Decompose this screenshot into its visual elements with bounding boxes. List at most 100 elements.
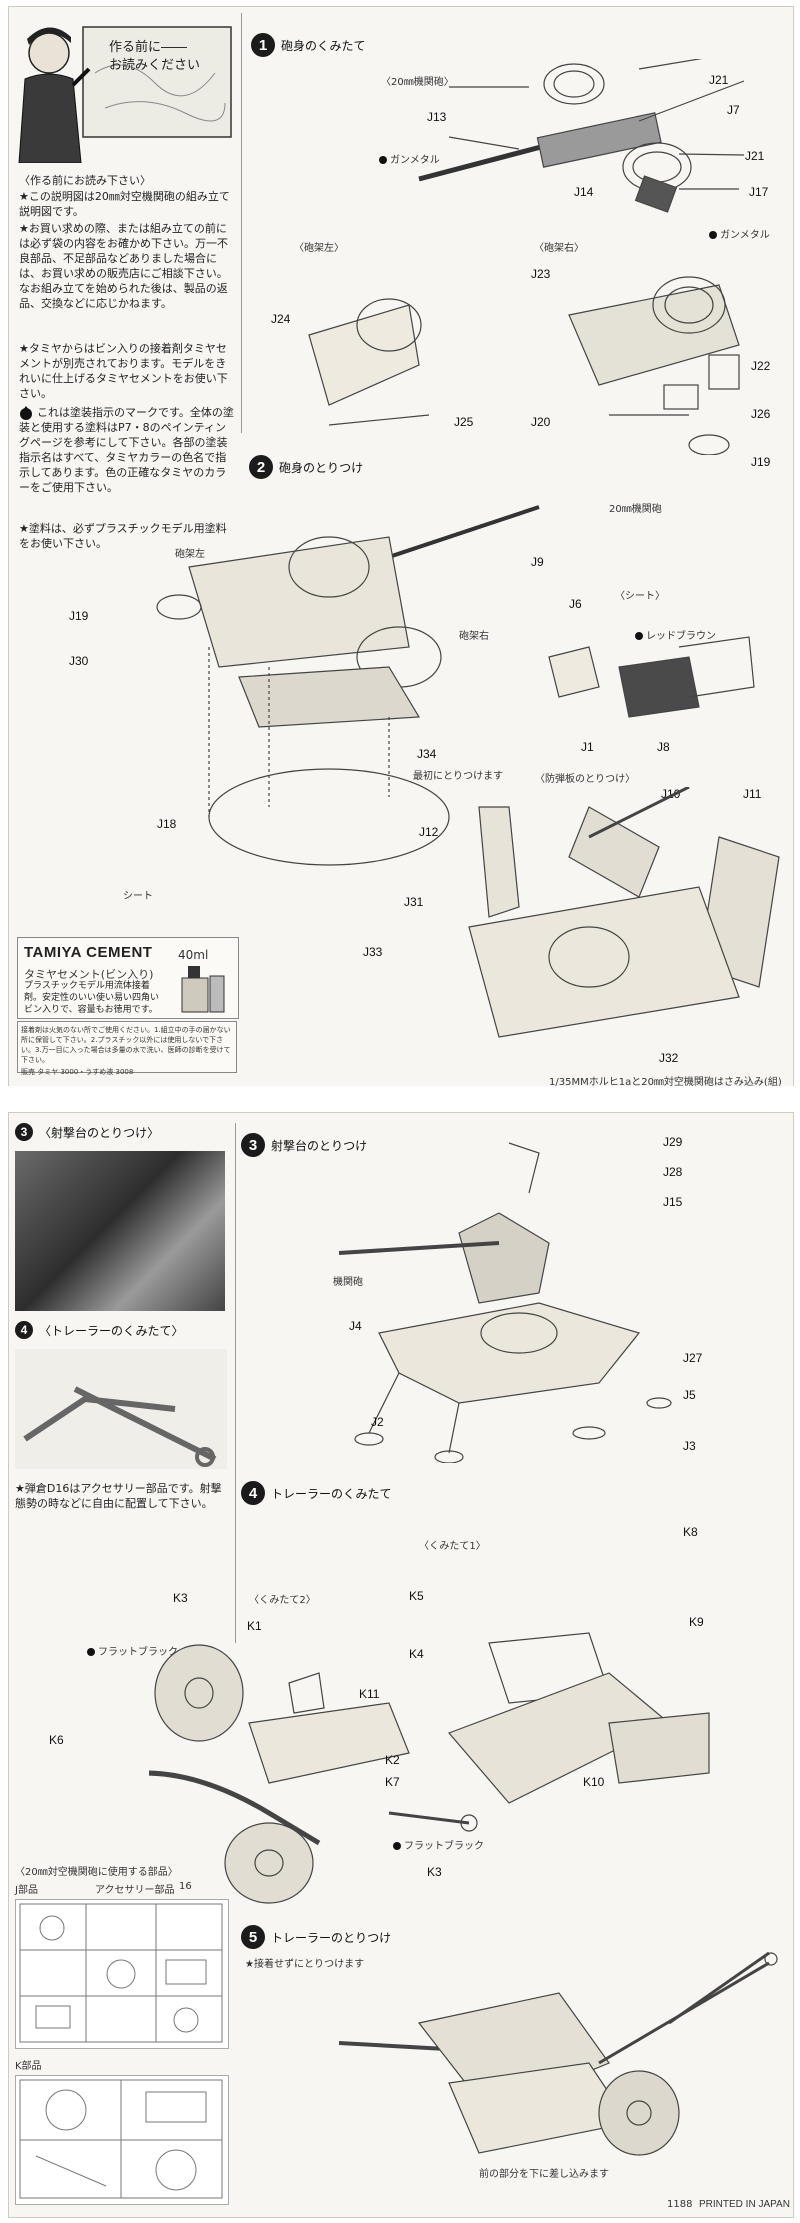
accessory-note: ★弾倉D16はアクセサリー部品です。射撃態勢の時などに自由に配置して下さい。 bbox=[15, 1482, 222, 1510]
parts-k-sprue bbox=[15, 2075, 229, 2205]
part-label-j24: J24 bbox=[271, 312, 291, 326]
cement-name: タミヤセメント(ビン入り) bbox=[24, 968, 154, 981]
part-label-j7: J7 bbox=[727, 103, 740, 117]
step-1-sub-left: 〈砲架左〉 bbox=[294, 243, 344, 254]
parts-usage-title: 〈20㎜対空機関砲に使用する部品〉 bbox=[15, 1867, 178, 1878]
part-label-j33: J33 bbox=[363, 945, 383, 959]
step-1-sub-gun: 〈20㎜機関砲〉 bbox=[381, 77, 454, 88]
step-1-sub-right: 〈砲架右〉 bbox=[534, 243, 584, 254]
parts-j-label: J部品 bbox=[15, 1885, 38, 1896]
footer-printed: PRINTED IN JAPAN bbox=[699, 2199, 790, 2210]
part-label-j14: J14 bbox=[574, 185, 594, 199]
part-label-k11: K11 bbox=[359, 1687, 380, 1701]
photo-step-3-title: 〈射撃台のとりつけ〉 bbox=[39, 1125, 160, 1140]
step-2-sub-seat: 〈シート〉 bbox=[615, 591, 665, 602]
part-label-j13: J13 bbox=[427, 110, 447, 124]
step-5-number: 5 bbox=[241, 1925, 265, 1949]
step-1-header: 1 砲身のくみたて bbox=[251, 33, 365, 57]
part-label-j12: J12 bbox=[419, 825, 439, 839]
step-5-title: トレーラーのとりつけ bbox=[271, 1930, 392, 1945]
part-label-j9: J9 bbox=[531, 555, 544, 569]
j34-note: 最初にとりつけます bbox=[413, 771, 504, 782]
part-label-j8: J8 bbox=[657, 740, 670, 754]
step-4-title: トレーラーのくみたて bbox=[271, 1486, 392, 1501]
parts-j-sprue bbox=[15, 1899, 229, 2049]
step-2-sub-gun: 20㎜機関砲 bbox=[609, 504, 662, 515]
paint-flat-black-b: フラットブラック bbox=[393, 1837, 484, 1852]
part-label-j34: J34 bbox=[417, 747, 437, 761]
paint-flat-black-a: フラットブラック bbox=[87, 1643, 178, 1658]
part-label-k3-b: K3 bbox=[427, 1865, 442, 1879]
warning-text: 接着剤は火気のない所でご使用ください。1.組立中の手の届かない所に保管して下さい… bbox=[21, 1026, 231, 1064]
part-label-k7: K7 bbox=[385, 1775, 400, 1789]
part-label-k10: K10 bbox=[583, 1775, 605, 1789]
photo-firing-platform bbox=[15, 1151, 225, 1311]
step-5-caption: 前の部分を下に差し込みます bbox=[479, 2169, 609, 2180]
part-label-k5: K5 bbox=[409, 1589, 424, 1603]
part-label-j2: J2 bbox=[371, 1415, 384, 1429]
step-2-number: 2 bbox=[249, 455, 273, 479]
intro-paragraph-3: ★タミヤからはビン入りの接着剤タミヤセメントが別売されております。モデルをきれい… bbox=[19, 342, 228, 400]
sheet-1-footer: 1/35MMホルヒ1aと20㎜対空機関砲はさみ込み(組) bbox=[549, 1077, 782, 1088]
paint-gunmetal-b: ガンメタル bbox=[709, 226, 770, 241]
photo-step-3-number: 3 bbox=[15, 1123, 33, 1141]
step-4-trailer-diagram bbox=[149, 1632, 710, 1904]
intro-heading: 〈作る前にお読み下さい〉 bbox=[19, 174, 151, 187]
step-4-header: 4 トレーラーのくみたて bbox=[241, 1481, 391, 1505]
part-label-j23: J23 bbox=[531, 267, 551, 281]
paint-gunmetal-a: ガンメタル bbox=[379, 151, 440, 166]
step-4-sub-1: 〈くみたて1〉 bbox=[419, 1541, 486, 1552]
part-label-j6: J6 bbox=[569, 597, 582, 611]
part-label-j20: J20 bbox=[531, 415, 551, 429]
footer-code: 1188 bbox=[667, 2199, 693, 2210]
step-1-number: 1 bbox=[251, 33, 275, 57]
intro-bubble: 作る前に―― お読みください bbox=[109, 40, 201, 73]
parts-k-label: K部品 bbox=[15, 2061, 42, 2072]
part-label-j19-b: J19 bbox=[69, 609, 89, 623]
cement-description: プラスチックモデル用流体接着剤。安定性のいい使い易い四角いビン入りで、容量もお徳… bbox=[24, 981, 160, 1015]
shield-diagram bbox=[468, 787, 780, 1038]
step-2-sub-left: 砲架左 bbox=[175, 549, 205, 560]
accessory-label: アクセサリー部品 bbox=[95, 1885, 175, 1896]
part-label-k6: K6 bbox=[49, 1733, 64, 1747]
intro-paragraph-2: ★お買い求めの際、または組み立ての前には必ず袋の内容をお確かめ下さい。万一不良部… bbox=[19, 222, 228, 310]
step-3-number: 3 bbox=[241, 1133, 265, 1157]
page-gap bbox=[0, 1086, 800, 1112]
warning-box: 接着剤は火気のない所でご使用ください。1.組立中の手の届かない所に保管して下さい… bbox=[17, 1021, 237, 1076]
part-label-j18: J18 bbox=[157, 817, 177, 831]
column-divider bbox=[241, 13, 242, 433]
step-4-sub-2: 〈くみたて2〉 bbox=[249, 1595, 316, 1606]
cement-bottle-icon bbox=[181, 966, 225, 1013]
part-label-j32: J32 bbox=[659, 1051, 679, 1065]
part-label-j27: J27 bbox=[683, 1351, 703, 1365]
step-1-carriage-diagram bbox=[308, 276, 740, 455]
instruction-sheet-page-2: 3 〈射撃台のとりつけ〉 4 〈トレーラーのくみたて〉 ★弾倉D16はアクセサリ… bbox=[8, 1112, 794, 2218]
part-label-k4: K4 bbox=[409, 1647, 424, 1661]
step-3-gun-label: 機関砲 bbox=[333, 1277, 363, 1288]
part-label-j29: J29 bbox=[663, 1135, 683, 1149]
part-label-j17: J17 bbox=[749, 185, 769, 199]
photo-trailer-frame bbox=[15, 1349, 227, 1469]
intro-paragraph-4: これは塗装指示のマークです。全体の塗装と使用する塗料はP7・8のペインティングペ… bbox=[19, 406, 234, 494]
part-label-j26: J26 bbox=[751, 407, 771, 421]
photo-step-4-title: 〈トレーラーのくみたて〉 bbox=[39, 1323, 184, 1338]
step-2-header: 2 砲身のとりつけ bbox=[249, 455, 363, 479]
part-label-j19-a: J19 bbox=[751, 455, 771, 469]
part-label-j28: J28 bbox=[663, 1165, 683, 1179]
step-3-title: 射撃台のとりつけ bbox=[271, 1138, 368, 1153]
part-label-k9: K9 bbox=[689, 1615, 704, 1629]
step-3-platform-diagram bbox=[339, 1142, 672, 1463]
part-label-k8: K8 bbox=[683, 1525, 698, 1539]
part-label-j31: J31 bbox=[404, 895, 424, 909]
step-4-number: 4 bbox=[241, 1481, 265, 1505]
instruction-sheet-page-1: 作る前に―― お読みください 〈作る前にお読み下さい〉 ★この説明図は20㎜対空… bbox=[8, 6, 794, 1088]
photo-step-4-number: 4 bbox=[15, 1321, 33, 1339]
intro-paragraph-5: ★塗料は、必ずプラスチックモデル用塗料をお使い下さい。 bbox=[19, 522, 227, 550]
part-label-j30: J30 bbox=[69, 654, 89, 668]
warning-price: 販売 タミヤ 3000・うすめ液 3008 bbox=[21, 1068, 134, 1076]
step-5-header: 5 トレーラーのとりつけ bbox=[241, 1925, 391, 1949]
step-2-mount-diagram bbox=[156, 505, 540, 866]
paint-red-brown: レッドブラウン bbox=[635, 627, 716, 642]
step-1-gun-diagram bbox=[418, 59, 745, 213]
intro-paragraph-1: ★この説明図は20㎜対空機関砲の組み立て説明図です。 bbox=[19, 190, 230, 218]
